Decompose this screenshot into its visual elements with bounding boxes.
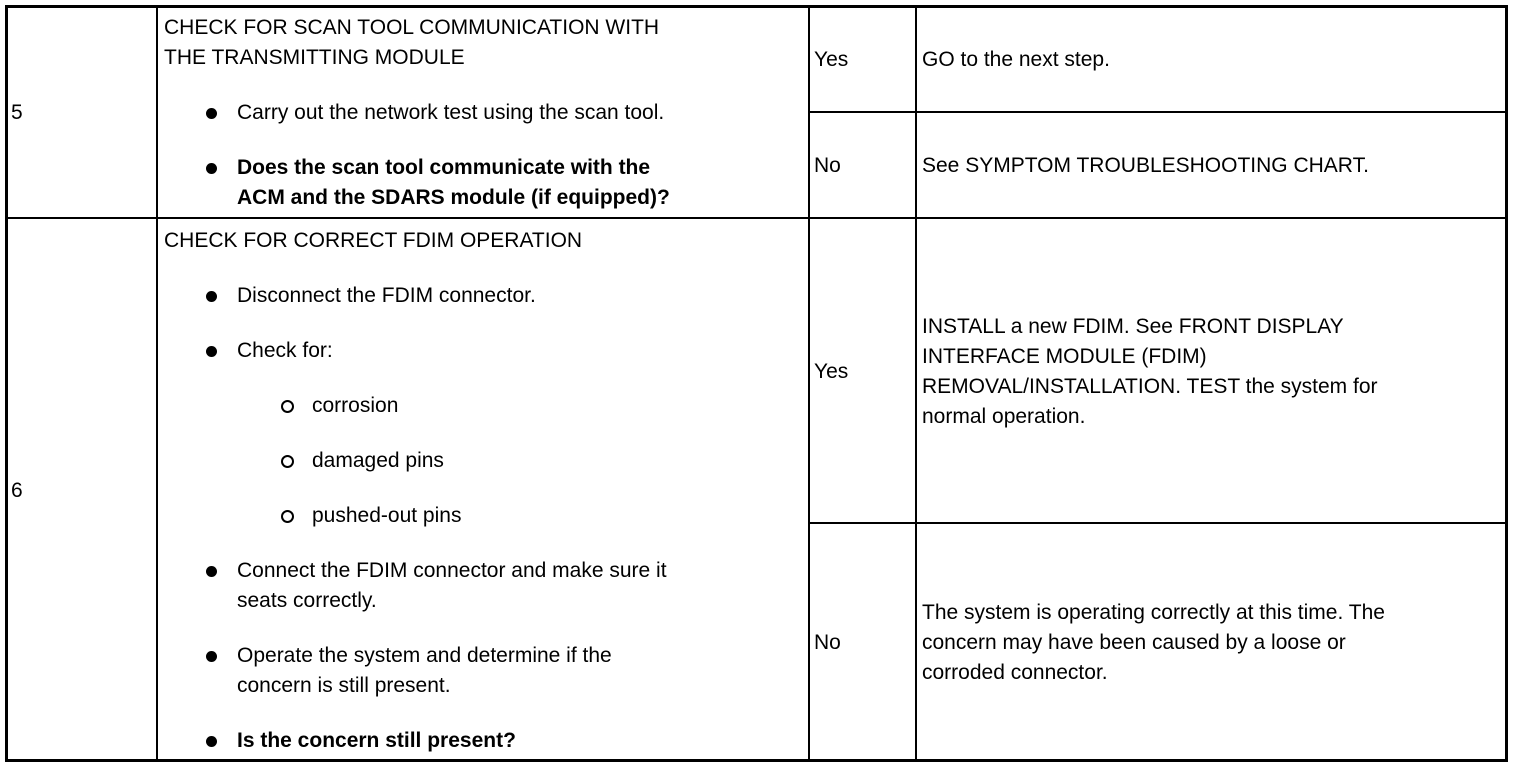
divider-step5-yes-no	[808, 111, 1506, 113]
divider-row-5-6	[6, 217, 1506, 219]
divider-step6-yes-no	[808, 522, 1506, 524]
no-result: The system is operating correctly at thi…	[922, 601, 1385, 624]
check-item: corrosion	[312, 394, 399, 417]
bullet-icon	[206, 651, 217, 662]
step-action: Disconnect the FDIM connector.	[237, 284, 536, 307]
bullet-icon	[206, 291, 217, 302]
no-result: concern may have been caused by a loose …	[922, 631, 1346, 654]
step-title: THE TRANSMITTING MODULE	[164, 46, 465, 69]
yes-label: Yes	[814, 360, 849, 383]
step-title: CHECK FOR CORRECT FDIM OPERATION	[164, 229, 583, 252]
no-label: No	[814, 154, 841, 177]
step-action: concern is still present.	[237, 674, 451, 697]
sub-bullet-icon	[281, 510, 294, 523]
yes-result: INSTALL a new FDIM. See FRONT DISPLAY	[922, 315, 1344, 338]
yes-result: REMOVAL/INSTALLATION. TEST the system fo…	[922, 375, 1378, 398]
sub-bullet-icon	[281, 400, 294, 413]
step-action: Operate the system and determine if the	[237, 644, 612, 667]
yes-result: INTERFACE MODULE (FDIM)	[922, 345, 1207, 368]
step-action: Connect the FDIM connector and make sure…	[237, 559, 667, 582]
step-question: Is the concern still present?	[237, 729, 516, 752]
yes-result: normal operation.	[922, 405, 1086, 428]
step-title: CHECK FOR SCAN TOOL COMMUNICATION WITH	[164, 16, 660, 39]
bullet-icon	[206, 736, 217, 747]
step-question: Does the scan tool communicate with the	[237, 156, 651, 179]
yes-label: Yes	[814, 48, 849, 71]
step-number: 5	[11, 101, 23, 124]
step-question: ACM and the SDARS module (if equipped)?	[237, 186, 670, 209]
no-result: See SYMPTOM TROUBLESHOOTING CHART.	[922, 154, 1369, 177]
check-item: damaged pins	[312, 449, 444, 472]
step-action: Check for:	[237, 339, 333, 362]
bullet-icon	[206, 566, 217, 577]
diagnostic-table	[5, 5, 1508, 762]
divider-action-column	[808, 6, 810, 761]
step-action: seats correctly.	[237, 589, 377, 612]
yes-result: GO to the next step.	[922, 48, 1110, 71]
bullet-icon	[206, 108, 217, 119]
divider-step-column	[156, 6, 158, 761]
check-item: pushed-out pins	[312, 504, 462, 527]
step-number: 6	[11, 479, 23, 502]
bullet-icon	[206, 346, 217, 357]
no-result: corroded connector.	[922, 661, 1108, 684]
bullet-icon	[206, 163, 217, 174]
sub-bullet-icon	[281, 455, 294, 468]
divider-answer-column	[915, 6, 917, 761]
no-label: No	[814, 631, 841, 654]
step-action: Carry out the network test using the sca…	[237, 101, 665, 124]
